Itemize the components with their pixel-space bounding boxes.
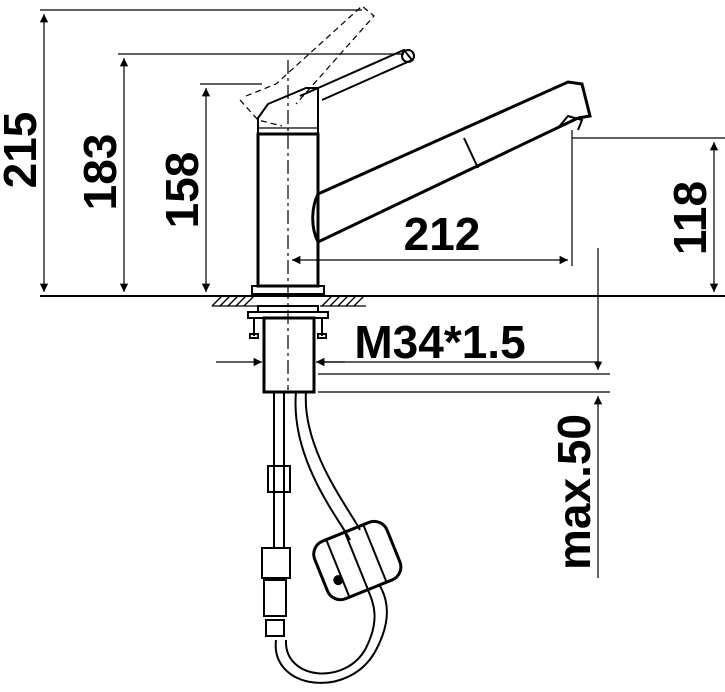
hose-nut: [261, 547, 291, 579]
under-counter-assembly: [247, 305, 403, 684]
countertop-hatch-right: [320, 295, 366, 307]
lever-base: [257, 87, 319, 134]
spout-outlet: [557, 114, 584, 131]
dim-118: 118: [572, 137, 725, 292]
dim-label-118: 118: [664, 181, 716, 255]
hose-clip: [267, 465, 291, 493]
dim-158: 158: [156, 83, 262, 292]
spout: [311, 80, 592, 244]
dim-thread: M34*1.5: [216, 316, 600, 368]
dim-label-183: 183: [74, 134, 126, 211]
spout-lower-edge: [311, 116, 579, 244]
lever-tip: [401, 49, 415, 63]
base-flange: [251, 285, 325, 295]
dim-max50: max.50: [318, 248, 610, 578]
dim-label-212: 212: [404, 208, 481, 260]
spout-joint: [463, 137, 479, 169]
dim-212: 212: [292, 130, 573, 266]
dim-label-158: 158: [156, 152, 208, 229]
dim-label-thread: M34*1.5: [354, 316, 525, 368]
threaded-shank: [262, 316, 316, 394]
hose-weight: [312, 519, 403, 602]
countertop-hatch-left: [211, 295, 258, 307]
dim-215: 215: [0, 9, 362, 292]
countertop: [40, 295, 725, 307]
dim-183: 183: [74, 53, 404, 292]
lever-raised-outline: [245, 5, 375, 105]
faucet-body: [239, 5, 415, 390]
lever-handle: [299, 48, 414, 101]
dim-label-max50: max.50: [548, 414, 600, 570]
spout-upper-edge: [317, 80, 592, 196]
dim-label-215: 215: [0, 112, 46, 189]
